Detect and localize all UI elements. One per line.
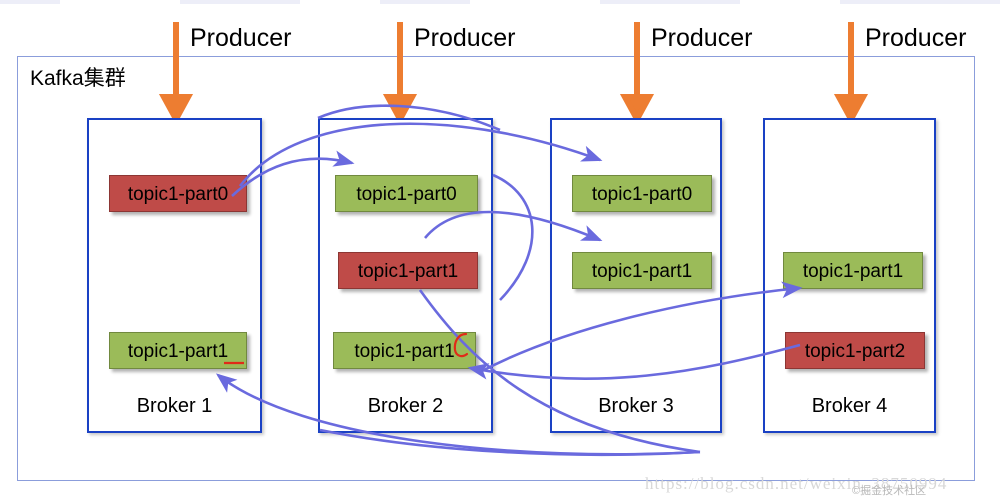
broker-label: Broker 2 <box>367 395 444 417</box>
producer-label-4: Producer <box>865 24 967 52</box>
top-edge-artifact <box>180 0 300 4</box>
partition-chip-follower[interactable]: topic1-part1 <box>783 252 923 289</box>
top-edge-artifact <box>600 0 740 4</box>
partition-label: topic1-part2 <box>804 341 906 362</box>
partition-label: topic1-part1 <box>802 261 904 282</box>
broker-box-4[interactable]: topic1-part1 topic1-part2 Broker 4 <box>763 118 936 433</box>
watermark-logo: ©掘金技术社区 <box>852 485 927 497</box>
partition-label-text: topic1-part1 <box>127 341 229 362</box>
cluster-title: Kafka集群 <box>30 67 126 90</box>
partition-chip-leader[interactable]: topic1-part1 <box>338 252 478 289</box>
partition-label: topic1-part1 <box>128 341 228 362</box>
top-edge-artifact <box>380 0 470 4</box>
partition-label: topic1-part1 <box>357 261 459 282</box>
broker-box-3[interactable]: topic1-part0 topic1-part1 Broker 3 <box>550 118 722 433</box>
broker-label: Broker 1 <box>136 395 213 417</box>
partition-label: topic1-part0 <box>127 184 229 205</box>
partition-chip-follower[interactable]: topic1-part1 <box>333 332 476 369</box>
partition-label: topic1-part1 <box>591 261 693 282</box>
top-edge-artifact <box>840 0 1000 4</box>
producer-label-3: Producer <box>651 24 753 52</box>
partition-label: topic1-part0 <box>591 184 693 205</box>
broker-label: Broker 3 <box>598 395 674 417</box>
partition-label: topic1-part1 <box>354 341 455 362</box>
partition-chip-follower[interactable]: topic1-part0 <box>335 175 478 212</box>
partition-chip-follower[interactable]: topic1-part1 <box>572 252 712 289</box>
partition-chip-follower[interactable]: topic1-part1 <box>109 332 247 369</box>
producer-label-2: Producer <box>414 24 516 52</box>
watermark-url: https://blog.csdn.net/weixin_38750994 <box>645 474 948 493</box>
broker-box-1[interactable]: topic1-part0 topic1-part1 Broker 1 <box>87 118 262 433</box>
partition-label: topic1-part0 <box>356 184 457 205</box>
kafka-cluster-frame <box>17 56 975 481</box>
producer-label-1: Producer <box>190 24 292 52</box>
partition-chip-follower[interactable]: topic1-part0 <box>572 175 712 212</box>
partition-chip-leader[interactable]: topic1-part2 <box>785 332 925 369</box>
partition-chip-leader[interactable]: topic1-part0 <box>109 175 247 212</box>
top-edge-artifact <box>0 0 60 4</box>
broker-label: Broker 4 <box>811 395 888 417</box>
broker-box-2[interactable]: topic1-part0 topic1-part1 topic1-part1 B… <box>318 118 493 433</box>
